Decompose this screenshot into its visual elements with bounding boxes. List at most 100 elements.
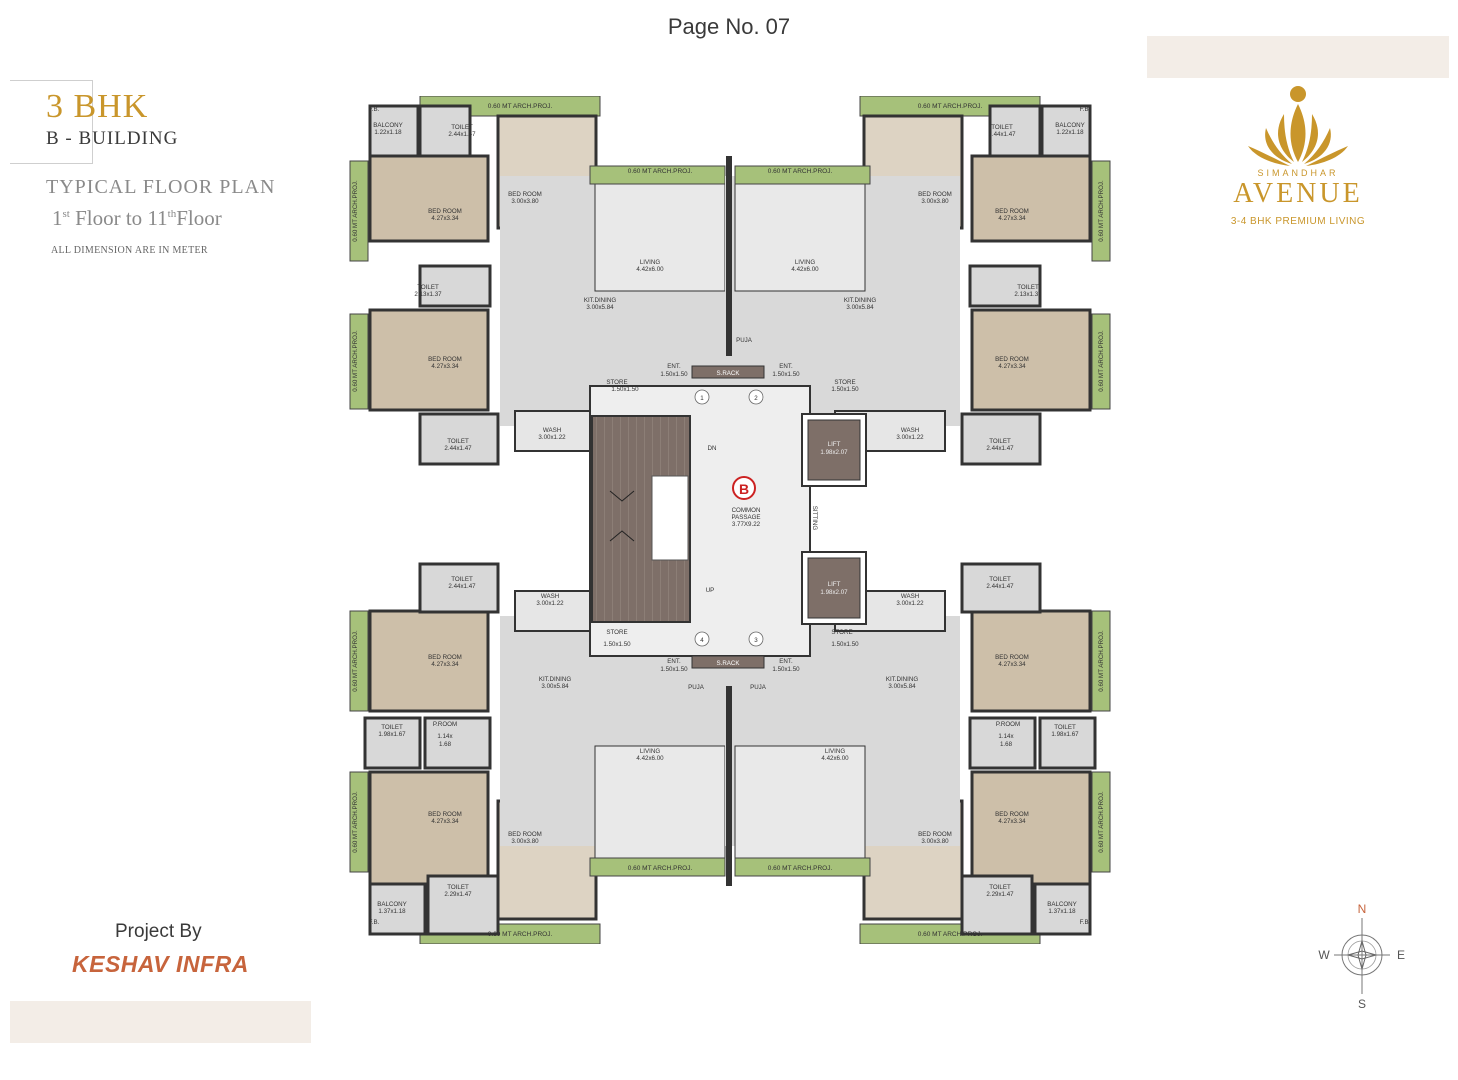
developer-name: KESHAV INFRA bbox=[72, 951, 249, 977]
label-toilet-12: TOILET bbox=[989, 884, 1011, 891]
label-bed-bl2-dim: 4.27x3.34 bbox=[431, 818, 459, 825]
label-kit-br-dim: 3.00x5.84 bbox=[888, 683, 916, 690]
label-toilet-1: TOILET bbox=[451, 124, 473, 131]
brand-small-text: SIMANDHAR bbox=[1257, 168, 1339, 178]
label-wash-br-dim: 3.00x1.22 bbox=[896, 600, 924, 607]
label-ent-2: ENT. bbox=[779, 363, 793, 370]
title-frame bbox=[10, 80, 93, 164]
label-srack-bottom: S.RACK bbox=[716, 660, 740, 667]
label-toilet-11-dim: 1.98x1.67 bbox=[1051, 731, 1079, 738]
label-living-tl: LIVING bbox=[640, 259, 660, 266]
s-rack-top bbox=[691, 365, 765, 379]
label-balcony-2: BALCONY bbox=[1055, 122, 1085, 129]
label-wash-tl-dim: 3.00x1.22 bbox=[538, 434, 566, 441]
label-store-br: STORE bbox=[831, 629, 852, 636]
label-arch-r: 0.60 MT ARCH.PROJ. bbox=[768, 168, 833, 175]
bedroom-tl-1 bbox=[368, 154, 490, 243]
label-living-br-dim: 4.42x6.00 bbox=[821, 755, 849, 762]
label-ent-3: ENT. bbox=[667, 658, 681, 665]
label-toilet-3: TOILET bbox=[447, 438, 469, 445]
label-toilet-5-dim: 2.13x1.37 bbox=[1014, 291, 1042, 298]
label-toilet-6: TOILET bbox=[989, 438, 1011, 445]
plan-labels: 0.60 MT ARCH.PROJ. 0.60 MT ARCH.PROJ. 0.… bbox=[352, 103, 1105, 938]
label-toilet-10: TOILET bbox=[989, 576, 1011, 583]
label-toilet-10-dim: 2.44x1.47 bbox=[986, 583, 1014, 590]
label-arch-l: 0.60 MT ARCH.PROJ. bbox=[628, 168, 693, 175]
label-bed-tr-dim: 4.27x3.34 bbox=[998, 215, 1026, 222]
flat-no-2: 2 bbox=[754, 395, 758, 402]
label-living-br: LIVING bbox=[825, 748, 845, 755]
label-toilet-11: TOILET bbox=[1054, 724, 1076, 731]
label-bed-bl2: BED ROOM bbox=[428, 811, 462, 818]
lift-1 bbox=[807, 419, 861, 481]
project-by-label: Project By bbox=[115, 921, 202, 942]
label-ent-2-dim: 1.50x1.50 bbox=[772, 371, 800, 378]
label-lift-1: LIFT bbox=[828, 441, 841, 448]
label-bed-bl3-dim: 3.00x3.80 bbox=[511, 838, 539, 845]
label-bed-tl2-dim: 3.00x3.80 bbox=[511, 198, 539, 205]
label-balcony-3: BALCONY bbox=[377, 901, 407, 908]
label-toilet-1-dim: 2.44x1.47 bbox=[448, 131, 476, 138]
unit-type-title: 3 BHK bbox=[46, 88, 149, 125]
plan-title: TYPICAL FLOOR PLAN bbox=[46, 176, 276, 198]
label-bed-tr3-dim: 4.27x3.34 bbox=[998, 363, 1026, 370]
label-fb-1: F.B. bbox=[369, 106, 380, 113]
label-toilet-12-dim: 2.29x1.47 bbox=[986, 891, 1014, 898]
label-bed-tr2: BED ROOM bbox=[918, 191, 952, 198]
label-kit-tl: KIT.DINING bbox=[584, 297, 617, 304]
label-toilet-7-dim: 2.44x1.47 bbox=[448, 583, 476, 590]
label-bed-bl: BED ROOM bbox=[428, 654, 462, 661]
label-bed-tl-dim: 4.27x3.34 bbox=[431, 215, 459, 222]
compass-rose-icon: N S W E bbox=[1318, 902, 1405, 1010]
top-decor-band bbox=[1147, 36, 1449, 78]
label-ent-1-dim: 1.50x1.50 bbox=[660, 371, 688, 378]
label-lift-2: LIFT bbox=[828, 581, 841, 588]
label-store-tl-dim: 1.50x1.50 bbox=[611, 386, 639, 393]
label-living-bl-dim: 4.42x6.00 bbox=[636, 755, 664, 762]
compass-s: S bbox=[1358, 997, 1366, 1010]
label-toilet-6-dim: 2.44x1.47 bbox=[986, 445, 1014, 452]
label-wash-tr-dim: 3.00x1.22 bbox=[896, 434, 924, 441]
dimension-note: ALL DIMENSION ARE IN METER bbox=[51, 245, 208, 256]
arch-proj-living bbox=[589, 165, 726, 185]
floor-word-1: Floor to bbox=[69, 206, 148, 230]
label-srack-top: S.RACK bbox=[716, 370, 740, 377]
label-store-bl-dim: 1.50x1.50 bbox=[603, 641, 631, 648]
label-lift-1-dim: 1.98x2.07 bbox=[820, 449, 848, 456]
lift-2 bbox=[807, 557, 861, 619]
label-puja-top: PUJA bbox=[736, 337, 753, 344]
label-bed-br2-dim: 4.27x3.34 bbox=[998, 818, 1026, 825]
label-bed-br: BED ROOM bbox=[995, 654, 1029, 661]
label-bed-tl2: BED ROOM bbox=[508, 191, 542, 198]
label-toilet-9: TOILET bbox=[447, 884, 469, 891]
wing-bottom-right bbox=[725, 562, 1111, 944]
label-toilet-9-dim: 2.29x1.47 bbox=[444, 891, 472, 898]
label-arch-side-8: 0.60 MT ARCH.PROJ. bbox=[1098, 791, 1105, 853]
label-arch-side-5: 0.60 MT ARCH.PROJ. bbox=[1098, 180, 1105, 242]
floor-plan: 0.60 MT ARCH.PROJ. 0.60 MT ARCH.PROJ. 0.… bbox=[349, 96, 1111, 944]
bottom-decor-band bbox=[10, 1001, 311, 1043]
label-store-bl: STORE bbox=[606, 629, 627, 636]
label-wash-tl: WASH bbox=[543, 427, 561, 434]
label-kit-bl: KIT.DINING bbox=[539, 676, 572, 683]
label-fb-2: F.B. bbox=[1080, 106, 1091, 113]
label-store-tl: STORE bbox=[606, 379, 627, 386]
label-arch-bl: 0.60 MT ARCH.PROJ. bbox=[628, 865, 693, 872]
label-ent-4-dim: 1.50x1.50 bbox=[772, 666, 800, 673]
label-arch-side-4: 0.60 MT ARCH.PROJ. bbox=[352, 791, 359, 853]
label-ent-4: ENT. bbox=[779, 658, 793, 665]
lotus-logo-icon bbox=[1248, 86, 1348, 166]
floor-from: 1 bbox=[52, 206, 63, 230]
label-wash-bl: WASH bbox=[541, 593, 559, 600]
building-mark: B bbox=[739, 481, 749, 497]
label-balcony-2-dim: 1.22x1.18 bbox=[1056, 129, 1084, 136]
label-fb-4: F.B. bbox=[1080, 919, 1091, 926]
compass-n: N bbox=[1358, 902, 1367, 916]
label-bed-br-dim: 4.27x3.34 bbox=[998, 661, 1026, 668]
label-toilet-3-dim: 2.44x1.47 bbox=[444, 445, 472, 452]
label-toilet-7: TOILET bbox=[451, 576, 473, 583]
label-common-passage: COMMON bbox=[732, 507, 761, 514]
label-toilet-2: TOILET bbox=[417, 284, 439, 291]
label-toilet-5: TOILET bbox=[1017, 284, 1039, 291]
brand-name: AVENUE bbox=[1233, 178, 1363, 209]
